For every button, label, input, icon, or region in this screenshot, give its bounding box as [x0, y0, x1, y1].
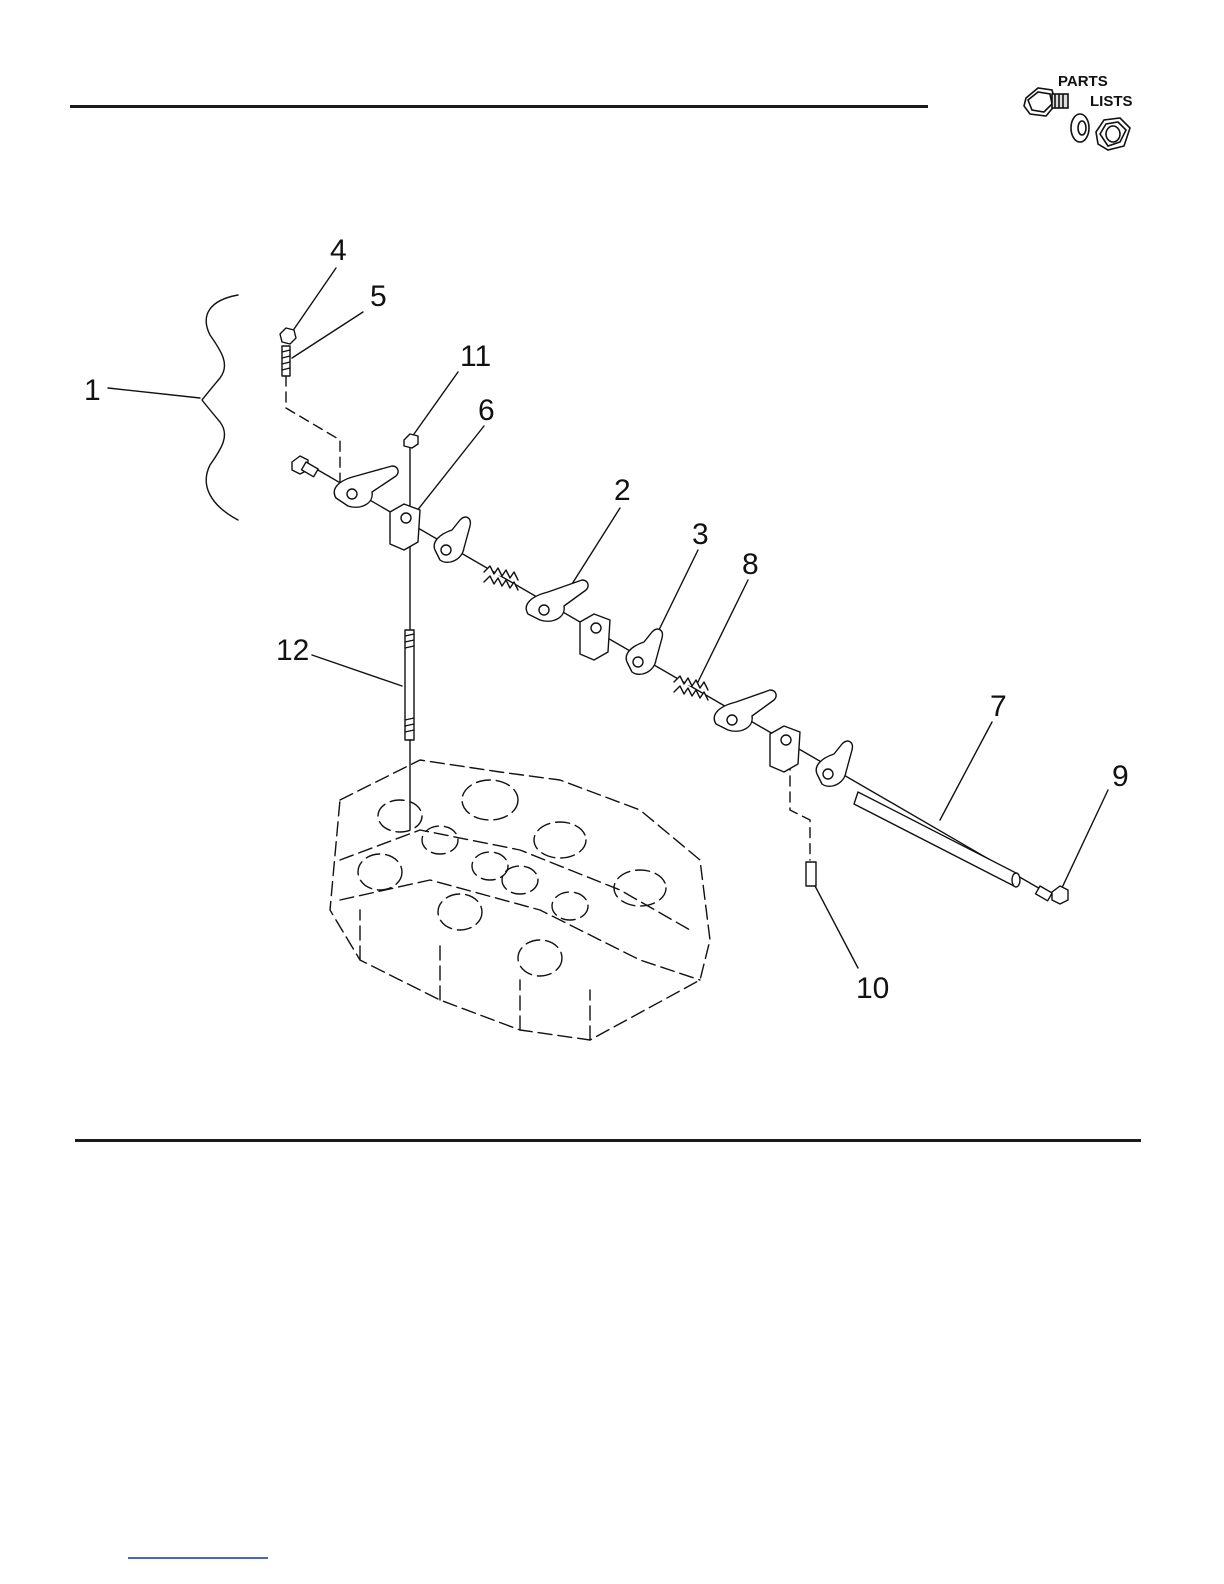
callout-11: 11: [460, 340, 491, 373]
spring-1: [484, 566, 518, 590]
part-4-nut: [280, 328, 296, 344]
nut-icon: [1096, 118, 1130, 150]
footer-link-underline[interactable]: [128, 1557, 268, 1559]
part-6-shaft-support: [390, 504, 420, 550]
callout-7: 7: [990, 690, 1007, 723]
callout-1: 1: [84, 374, 101, 407]
align-line-10: [790, 760, 810, 860]
part-12-stud: [405, 630, 414, 740]
leader-1: [108, 388, 200, 398]
leader-6: [416, 426, 484, 512]
part-10-dowel-pin: [806, 862, 816, 886]
leader-7: [940, 722, 992, 820]
callout-5: 5: [370, 280, 387, 313]
callout-2: 2: [614, 474, 631, 507]
part-8-spring: [674, 676, 708, 700]
leader-3: [656, 550, 698, 636]
parts-lists-logo: PARTS LISTS: [1016, 70, 1146, 170]
part-9-bolt: [1036, 886, 1069, 904]
shaft-support-3: [770, 726, 800, 772]
assembly-bracket: [202, 295, 238, 520]
leader-9: [1060, 790, 1108, 892]
callout-3: 3: [692, 518, 709, 551]
rocker-arm-5: [714, 690, 776, 731]
part-7-rocker-shaft: [854, 792, 1020, 887]
rocker-arm-1: [334, 466, 398, 507]
callout-4: 4: [330, 234, 347, 267]
leader-11: [414, 372, 458, 434]
callout-10: 10: [856, 972, 889, 1005]
part-2-rocker-arm: [526, 580, 588, 621]
shaft-support-2: [580, 614, 610, 660]
callout-12: 12: [276, 634, 309, 667]
leader-2: [572, 508, 620, 584]
leader-4: [292, 268, 336, 332]
cylinder-head-outline: [330, 760, 710, 1040]
part-11-nut: [404, 434, 418, 448]
leader-5: [292, 312, 363, 358]
leader-10: [814, 884, 858, 968]
washer-icon: [1071, 114, 1089, 142]
part-3-rocker-arm: [626, 629, 662, 674]
rocker-arm-6: [816, 741, 852, 786]
rocker-arm-exploded-diagram: 1 2 3 4 5 6 7 8 9 10 11 12: [0, 200, 1224, 1080]
leader-8: [696, 580, 748, 686]
logo-text-lists: LISTS: [1090, 93, 1133, 110]
footer-rule: [75, 1139, 1141, 1142]
callout-8: 8: [742, 548, 759, 581]
logo-text-parts: PARTS: [1058, 73, 1108, 90]
leader-12: [312, 655, 402, 686]
header-rule: [70, 105, 928, 108]
bolt-icon: [1024, 88, 1068, 116]
part-5-stud: [282, 346, 290, 376]
callout-9: 9: [1112, 760, 1129, 793]
callout-6: 6: [478, 394, 495, 427]
left-bolt: [292, 456, 318, 477]
